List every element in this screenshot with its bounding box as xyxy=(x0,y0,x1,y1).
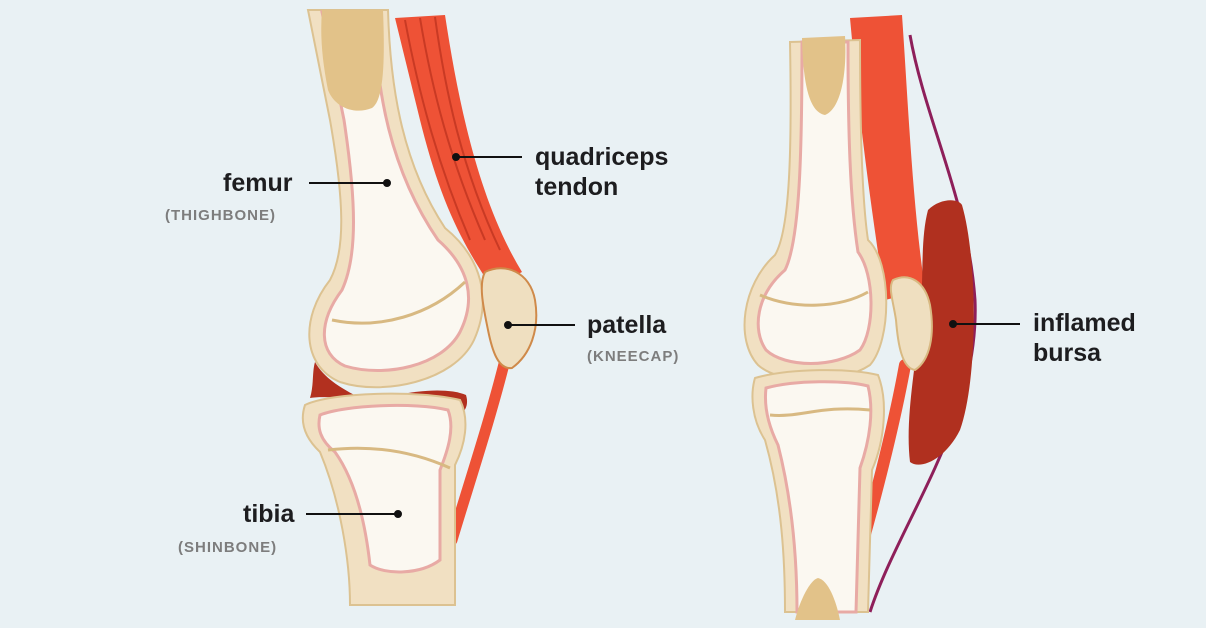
skin-outline xyxy=(868,34,977,613)
tendon-label: tendon xyxy=(535,173,619,201)
quadriceps-label: quadriceps xyxy=(535,143,669,171)
patella-bone xyxy=(480,267,538,370)
tibia-foot-cap-right xyxy=(795,578,840,620)
femur-marrow-right xyxy=(756,40,873,365)
inflamed-label: inflamed xyxy=(1033,309,1136,337)
femur-label: femur xyxy=(223,169,293,197)
quadriceps-muscle-right xyxy=(850,15,925,300)
bursa-label: bursa xyxy=(1033,339,1102,367)
bursitis-knee xyxy=(743,15,977,620)
patella-sublabel: (KNEECAP) xyxy=(587,348,680,365)
normal-knee xyxy=(301,9,538,606)
tibia-sublabel: (SHINBONE) xyxy=(178,539,278,556)
femur-growth-plate-right xyxy=(759,290,869,307)
tibia-label: tibia xyxy=(243,500,295,528)
leader-lines xyxy=(306,153,1020,518)
tibia-growth-plate xyxy=(327,446,451,470)
femur-head-cap xyxy=(321,10,384,111)
patella-bone-right xyxy=(889,276,933,372)
tibia-marrow-right xyxy=(764,380,873,614)
quadriceps-fibers xyxy=(404,16,501,251)
meniscus-back xyxy=(310,362,360,398)
quadriceps-muscle xyxy=(395,15,522,288)
tibia-growth-plate-right xyxy=(769,407,871,417)
femur-head-cap-right xyxy=(802,36,846,115)
patella-label: patella xyxy=(587,311,667,339)
femur-sublabel: (THIGHBONE) xyxy=(165,207,276,224)
patellar-tendon xyxy=(446,354,511,546)
inflamed-bursa-shape xyxy=(908,200,974,465)
femur-growth-plate xyxy=(331,280,467,325)
